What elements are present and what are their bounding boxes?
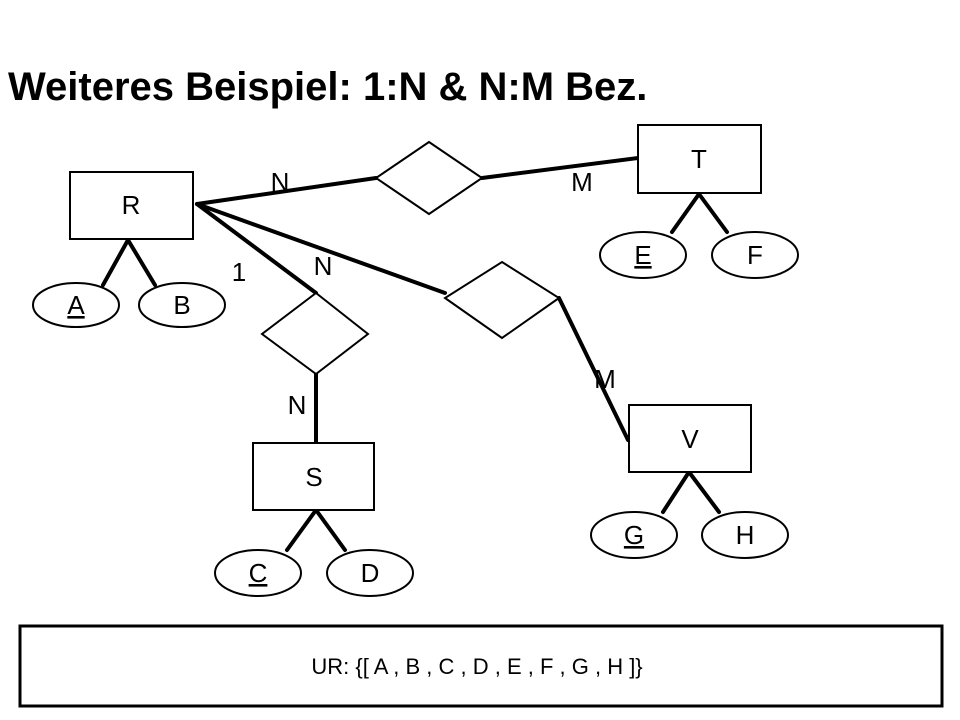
attribute-a: A: [32, 282, 120, 328]
relationship-diamond-r-s: [260, 291, 370, 376]
attribute-c: C: [214, 549, 302, 597]
line-rt-diamond-to-t: [480, 156, 640, 180]
line-t-to-attr-f: [697, 192, 729, 234]
relationship-diamond-r-t: [374, 140, 484, 216]
attribute-a-label: A: [67, 290, 85, 320]
relationship-lines: [101, 156, 729, 552]
line-v-to-attr-h: [687, 470, 721, 514]
attribute-e-label: E: [634, 240, 651, 270]
attribute-g: G: [590, 511, 678, 559]
entity-s-label: S: [305, 462, 322, 492]
line-v-to-attr-g: [661, 470, 691, 514]
cardinality-r-t-r-side: N: [271, 167, 290, 197]
attribute-e: E: [599, 231, 687, 279]
line-s-to-attr-d: [314, 508, 347, 552]
cardinality-r-v-r-side: N: [314, 251, 333, 281]
line-r-to-rs-diamond: [195, 202, 318, 295]
entity-v: V: [628, 404, 752, 473]
line-r-to-rt-diamond: [195, 176, 378, 206]
line-r-to-attr-b: [126, 238, 157, 287]
universal-relation-text: UR: {[ A , B , C , D , E , F , G , H ]}: [311, 654, 642, 679]
attribute-b: B: [138, 282, 226, 328]
attribute-d-label: D: [361, 558, 380, 588]
attribute-h: H: [701, 511, 789, 559]
entity-t: T: [637, 124, 762, 194]
line-rv-diamond-to-v: [557, 296, 630, 442]
attribute-h-label: H: [736, 520, 755, 550]
line-r-to-rv-diamond: [195, 202, 447, 295]
line-t-to-attr-e: [670, 192, 701, 234]
entity-r-label: R: [122, 190, 141, 220]
relationship-diamond-r-v: [443, 260, 561, 340]
entity-v-label: V: [681, 424, 699, 454]
entity-r: R: [69, 171, 194, 240]
entity-t-label: T: [691, 144, 707, 174]
universal-relation-box: UR: {[ A , B , C , D , E , F , G , H ]}: [18, 624, 944, 708]
attribute-d: D: [326, 549, 414, 597]
slide-title: Weiteres Beispiel: 1:N & N:M Bez.: [8, 65, 647, 109]
attribute-c-label: C: [249, 558, 268, 588]
attribute-f: F: [711, 231, 799, 279]
attribute-b-label: B: [173, 290, 190, 320]
line-s-to-attr-c: [285, 508, 318, 552]
attribute-g-label: G: [624, 520, 644, 550]
line-r-to-attr-a: [101, 238, 130, 287]
cardinality-r-s-r-side: 1: [232, 257, 246, 287]
cardinality-r-t-t-side: M: [571, 167, 593, 197]
cardinality-r-s-s-side: N: [288, 390, 307, 420]
attribute-f-label: F: [747, 240, 763, 270]
cardinality-r-v-v-side: M: [594, 364, 616, 394]
entity-s: S: [252, 442, 375, 511]
